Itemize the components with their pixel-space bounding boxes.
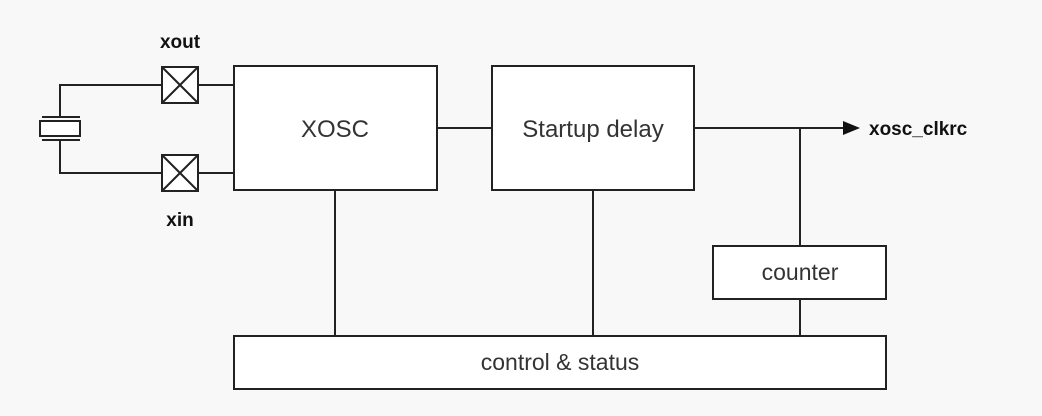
counter-label: counter — [762, 259, 839, 285]
xin-pad-icon — [161, 154, 199, 192]
crystal-icon — [39, 84, 162, 174]
xout-label: xout — [160, 32, 201, 53]
xout-pad-icon — [161, 66, 199, 104]
startup-delay-label: Startup delay — [522, 116, 663, 143]
output-arrow-icon — [843, 121, 860, 135]
counter-block — [712, 245, 887, 300]
xosc-label: XOSC — [301, 116, 369, 143]
control-status-block — [233, 335, 887, 390]
xin-label: xin — [166, 210, 193, 231]
control-status-label: control & status — [481, 349, 640, 375]
output-label: xosc_clkrc — [869, 119, 968, 140]
